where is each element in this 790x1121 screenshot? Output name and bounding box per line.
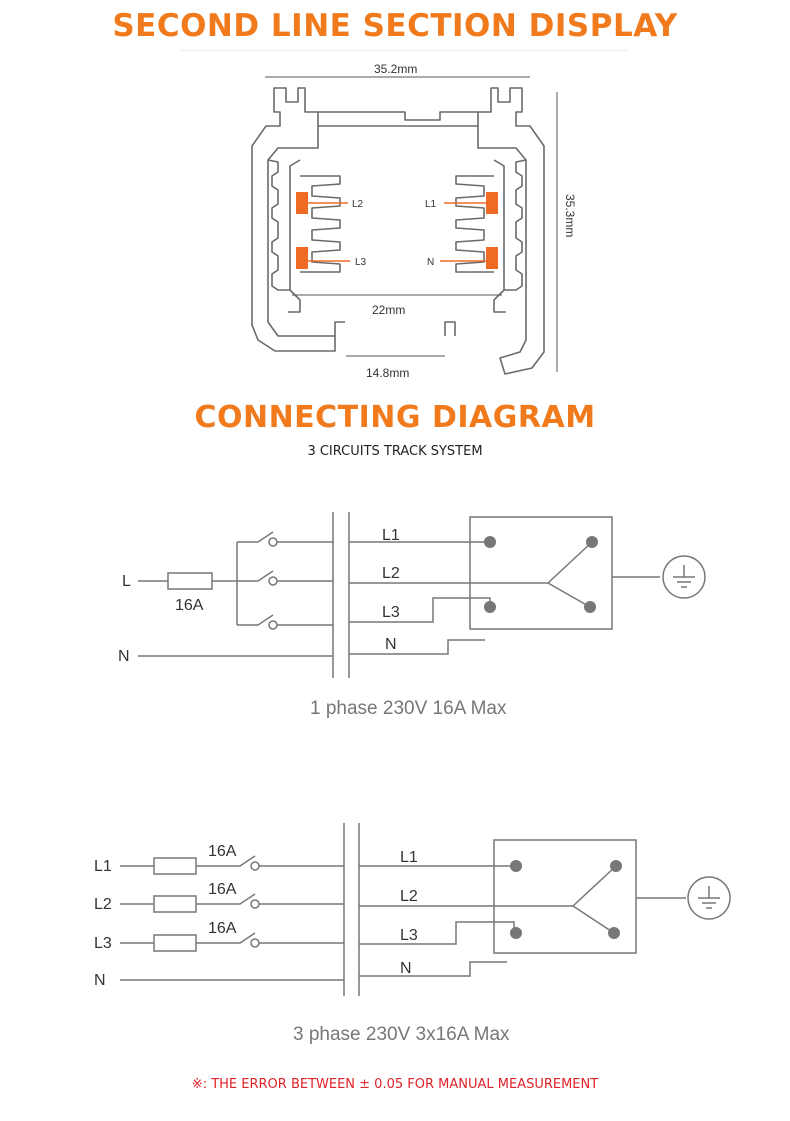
fuse-box-3: [153, 934, 197, 952]
switch-3: [237, 614, 333, 626]
profile-inner-left: [267, 159, 301, 291]
profile-top-bridge: [318, 111, 478, 127]
switch-1: [237, 531, 333, 543]
profile-outer-right: [477, 87, 545, 375]
fuse-label-1: 16A: [208, 843, 237, 860]
contact-switch-bottom: [584, 601, 596, 613]
track-l3: [349, 597, 491, 623]
fuse-label: 16A: [175, 597, 204, 614]
profile-bottom-right: [444, 289, 506, 336]
track-label-l3: L3: [382, 604, 400, 621]
track-label-l2-3p: L2: [400, 888, 418, 905]
section-display-title: SECOND LINE SECTION DISPLAY: [112, 8, 678, 44]
track-label-l3-3p: L3: [400, 927, 418, 944]
track-label-l2: L2: [382, 565, 400, 582]
input-l2-3p: L2: [94, 896, 112, 913]
input-l3-3p: L3: [94, 935, 112, 952]
diagram-title: CONNECTING DIAGRAM: [194, 400, 596, 435]
contact-l3: [484, 601, 496, 613]
adapter-switch: [547, 541, 593, 608]
track-label-l1-3p: L1: [400, 849, 418, 866]
conductor-n: [486, 247, 498, 269]
label-n: N: [427, 257, 434, 268]
switch-2: [237, 570, 333, 582]
earth-icon-3p: [698, 886, 720, 909]
dim-inner-width: 22mm: [372, 303, 405, 317]
profile-inner-right: [493, 159, 527, 291]
profile-outer-left: [251, 87, 336, 352]
dim-top-width: 35.2mm: [374, 62, 417, 76]
conductor-l1: [486, 192, 498, 214]
dim-slot-width: 14.8mm: [366, 366, 409, 380]
track-section-drawing: L2 L3 L1 N 35.2mm 22mm 14.8mm 35.3mm: [251, 62, 577, 380]
earth-icon: [673, 565, 695, 588]
fuse-label-3: 16A: [208, 920, 237, 937]
contact-switch-top: [586, 536, 598, 548]
track-label-l1: L1: [382, 527, 400, 544]
track-label-n-3p: N: [400, 960, 412, 977]
conductor-l2: [296, 192, 308, 214]
adapter-box: [469, 516, 613, 630]
input-n-3p: N: [94, 972, 106, 989]
profile-bottom-left: [288, 289, 345, 336]
fuse-box-2: [153, 895, 197, 913]
diagram-subtitle: 3 CIRCUITS TRACK SYSTEM: [307, 444, 483, 459]
earth-circle-3p: [687, 876, 731, 920]
three-phase-diagram: L1 L2 L3 N 16A 16A 16A L1 L2 L3 N 3 phas…: [94, 823, 731, 1045]
three-phase-caption: 3 phase 230V 3x16A Max: [293, 1024, 510, 1045]
conductor-l3: [296, 247, 308, 269]
label-l1: L1: [425, 199, 437, 210]
track-label-n: N: [385, 636, 397, 653]
fuse-box: [167, 572, 213, 590]
input-n: N: [118, 648, 130, 665]
single-phase-diagram: L N 16A L1 L2 L3 N 1 phase 230V 16A Max: [118, 512, 706, 719]
title-divider: [180, 50, 628, 51]
contact-l1: [484, 536, 496, 548]
earth-circle: [662, 555, 706, 599]
input-l: L: [122, 573, 131, 590]
fuse-box-1: [153, 857, 197, 875]
label-l2: L2: [352, 199, 364, 210]
dim-height: 35.3mm: [563, 194, 577, 237]
fuse-label-2: 16A: [208, 881, 237, 898]
adapter-box-3p: [493, 839, 637, 954]
measurement-note: ※: THE ERROR BETWEEN ± 0.05 FOR MANUAL M…: [191, 1077, 599, 1092]
track-n: [349, 639, 485, 655]
label-l3: L3: [355, 257, 367, 268]
input-l1-3p: L1: [94, 858, 112, 875]
single-phase-caption: 1 phase 230V 16A Max: [310, 698, 507, 719]
